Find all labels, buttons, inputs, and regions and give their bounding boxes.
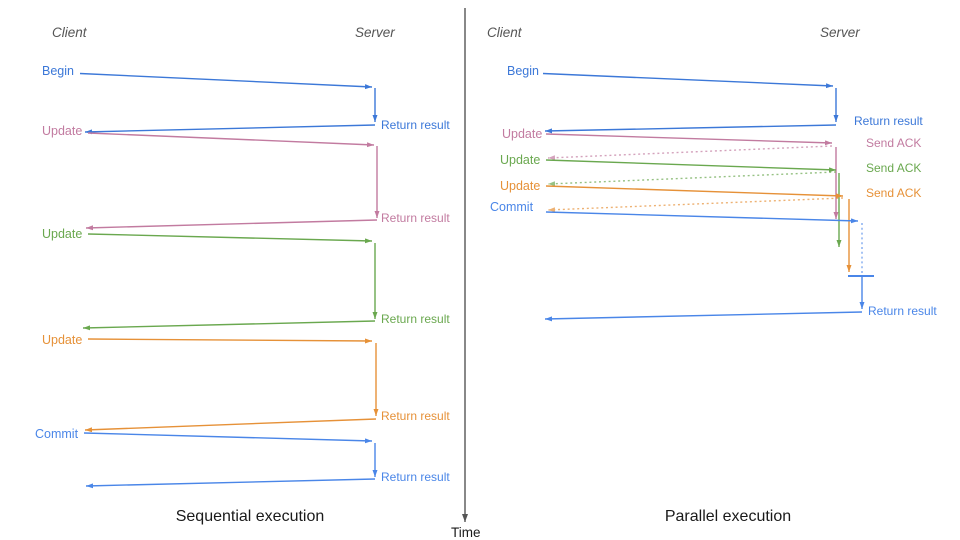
seq-update2-request-arrow: [87, 233, 373, 244]
par-update1-ack-label: Send ACK: [866, 136, 921, 150]
par-update3-request-arrow: [545, 185, 844, 199]
seq-begin-response-label: Return result: [381, 118, 450, 132]
seq-begin-request-arrow: [79, 72, 373, 90]
par-update3-ack-label: Send ACK: [866, 186, 921, 200]
seq-update3-response-label: Return result: [381, 409, 450, 423]
seq-update3-label: Update: [42, 333, 82, 347]
seq-begin-return-arrow: [84, 124, 376, 135]
par-update3-label: Update: [500, 179, 540, 193]
par-message-commit: Commit Return result: [490, 200, 937, 322]
par-commit-return-arrow: [544, 311, 863, 322]
par-commit-request-arrow: [545, 211, 859, 224]
par-begin-response-label: Return result: [854, 114, 923, 128]
par-update1-request-arrow: [545, 133, 833, 146]
time-axis-label: Time: [451, 525, 481, 540]
seq-begin-label: Begin: [42, 64, 74, 78]
seq-update1-label: Update: [42, 124, 82, 138]
par-message-update2: Update Send ACK: [500, 153, 921, 247]
seq-commit-label: Commit: [35, 427, 79, 441]
seq-server-header: Server: [355, 25, 395, 40]
seq-commit-response-label: Return result: [381, 470, 450, 484]
seq-message-update3: Update Return result: [42, 333, 450, 433]
seq-message-begin: Begin Return result: [42, 64, 450, 135]
seq-update2-label: Update: [42, 227, 82, 241]
seq-update3-request-arrow: [87, 338, 373, 344]
par-client-header: Client: [487, 25, 523, 40]
time-axis: Time: [451, 8, 481, 540]
seq-update3-return-arrow: [84, 418, 377, 433]
par-message-begin: Begin Return result: [507, 64, 923, 134]
par-server-header: Server: [820, 25, 860, 40]
sequential-panel: Client Server Begin Return result Update…: [35, 25, 450, 525]
par-begin-label: Begin: [507, 64, 539, 78]
par-begin-return-arrow: [544, 124, 837, 134]
par-update2-request-arrow: [545, 159, 837, 173]
seq-commit-return-arrow: [85, 478, 376, 489]
par-message-update1: Update Send ACK: [502, 127, 921, 219]
seq-message-commit: Commit Return result: [35, 427, 450, 489]
seq-message-update1: Update Return result: [42, 124, 450, 231]
parallel-panel: Client Server Begin Return result Update…: [487, 25, 937, 525]
par-update2-ack-label: Send ACK: [866, 161, 921, 175]
seq-commit-request-arrow: [83, 432, 373, 444]
par-update1-label: Update: [502, 127, 542, 141]
par-commit-response-label: Return result: [868, 304, 937, 318]
seq-message-update2: Update Return result: [42, 227, 450, 331]
sequential-caption: Sequential execution: [176, 508, 325, 525]
seq-update1-return-arrow: [85, 219, 378, 231]
seq-update1-response-label: Return result: [381, 211, 450, 225]
seq-update2-response-label: Return result: [381, 312, 450, 326]
seq-update2-return-arrow: [82, 320, 376, 331]
seq-client-header: Client: [52, 25, 88, 40]
par-begin-request-arrow: [542, 72, 834, 89]
seq-update1-request-arrow: [87, 132, 375, 148]
par-update2-label: Update: [500, 153, 540, 167]
par-commit-label: Commit: [490, 200, 534, 214]
par-update3-ack-arrow: [547, 197, 844, 213]
parallel-caption: Parallel execution: [665, 508, 791, 525]
par-message-update3: Update Send ACK: [500, 179, 921, 272]
par-update2-ack-arrow: [547, 171, 837, 187]
par-update1-ack-arrow: [547, 145, 833, 161]
